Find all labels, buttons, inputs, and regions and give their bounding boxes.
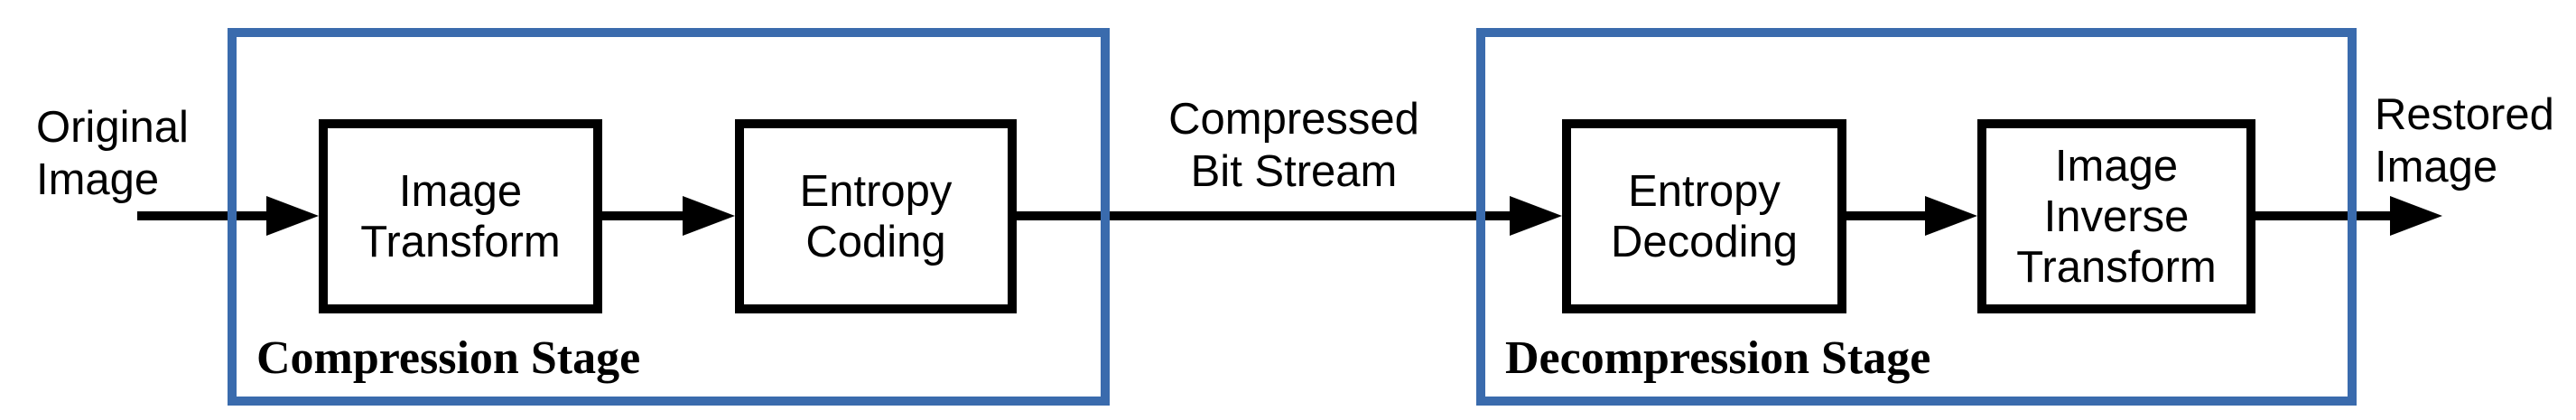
- input-arrowhead-icon: [266, 196, 319, 236]
- decoding-to-inverse-arrow: [1846, 196, 1977, 236]
- block-entropy-decoding-label: Entropy Decoding: [1610, 166, 1799, 266]
- input-arrow: [137, 196, 319, 236]
- compression-stage-label: Compression Stage: [256, 332, 641, 384]
- transform-to-coding-arrow: [602, 196, 735, 236]
- output-arrowhead-icon: [2390, 196, 2442, 236]
- block-entropy-decoding: Entropy Decoding: [1562, 119, 1846, 313]
- original-image-label: Original Image: [36, 103, 189, 204]
- decompression-stage-box: Decompression Stage: [1476, 28, 2357, 406]
- compression-stage-box: Compression Stage: [228, 28, 1110, 406]
- block-entropy-coding: Entropy Coding: [735, 119, 1017, 313]
- input-arrow-shaft: [137, 211, 274, 220]
- transform-to-coding-arrowhead-icon: [683, 196, 735, 236]
- block-entropy-coding-label: Entropy Coding: [799, 166, 953, 266]
- block-image-transform-label: Image Transform: [360, 166, 561, 266]
- compressed-bit-stream-label: Compressed Bit Stream: [1168, 95, 1419, 196]
- bitstream-arrowhead-icon: [1510, 196, 1562, 236]
- bitstream-arrow-shaft: [1017, 211, 1517, 220]
- output-arrow: [2255, 196, 2442, 236]
- bitstream-arrow: [1017, 196, 1562, 236]
- block-image-inverse-transform: Image Inverse Transform: [1977, 119, 2255, 313]
- decompression-stage-label: Decompression Stage: [1505, 332, 1931, 384]
- restored-image-label: Restored Image: [2375, 90, 2554, 191]
- decoding-to-inverse-arrowhead-icon: [1925, 196, 1977, 236]
- output-arrow-shaft: [2255, 211, 2397, 220]
- decoding-to-inverse-arrow-shaft: [1846, 211, 1932, 220]
- block-image-inverse-transform-label: Image Inverse Transform: [2016, 141, 2217, 292]
- transform-to-coding-arrow-shaft: [602, 211, 690, 220]
- block-image-transform: Image Transform: [319, 119, 602, 313]
